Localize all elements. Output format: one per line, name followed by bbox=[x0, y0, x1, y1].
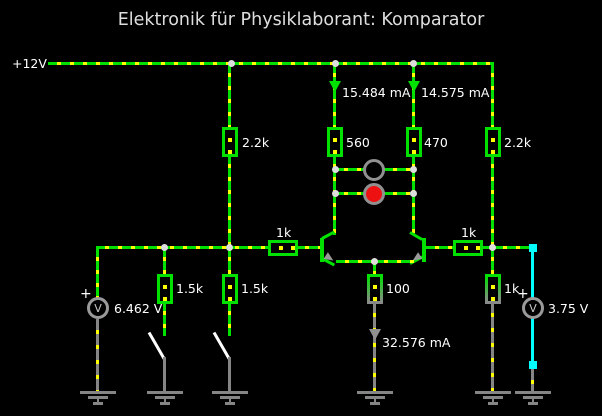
wire-2k2-left-to-base-node[interactable] bbox=[228, 155, 231, 248]
wire-node-to-1k-pulldown[interactable] bbox=[491, 248, 494, 276]
resistor-1k5-2-label: 1.5k bbox=[241, 280, 269, 296]
current-arrow-tail bbox=[369, 329, 381, 340]
wire-rail-to-r-560[interactable] bbox=[333, 64, 336, 130]
wire-source-left-to-ground[interactable] bbox=[96, 319, 99, 392]
resistor-470[interactable] bbox=[406, 127, 422, 157]
source-left-plus-sign: + bbox=[80, 286, 92, 302]
junction-led-on-left bbox=[332, 190, 339, 197]
resistor-1k-base-left-label: 1k bbox=[276, 224, 292, 240]
resistor-1k-pulldown-label: 1k bbox=[504, 280, 520, 296]
junction-emitter bbox=[371, 258, 378, 265]
wire-base-row-left[interactable] bbox=[96, 246, 272, 249]
current-label-right: 14.575 mA bbox=[421, 84, 490, 100]
junction-base-row-right bbox=[489, 244, 496, 251]
wire-node-to-1k5-1[interactable] bbox=[163, 248, 166, 276]
resistor-560-label: 560 bbox=[346, 134, 370, 150]
resistor-100[interactable] bbox=[367, 274, 383, 304]
resistor-1k-pulldown[interactable] bbox=[485, 274, 501, 304]
voltage-source-right[interactable]: V bbox=[522, 297, 544, 319]
wire-source-right-to-ground[interactable] bbox=[531, 369, 534, 392]
ground-switch-1[interactable] bbox=[147, 391, 183, 406]
resistor-2k2-right[interactable] bbox=[485, 127, 501, 157]
junction-led-off-left bbox=[332, 166, 339, 173]
transistor-left-base-bar[interactable] bbox=[320, 238, 324, 262]
current-label-left: 15.484 mA bbox=[342, 84, 411, 100]
wire-led-off-cathode[interactable] bbox=[384, 168, 414, 171]
wire-base-node-to-source-right[interactable] bbox=[481, 246, 532, 249]
wire-rail-to-r-2k2-left[interactable] bbox=[228, 64, 231, 130]
wire-node-to-1k5-2[interactable] bbox=[228, 248, 231, 276]
voltage-source-left-symbol: V bbox=[94, 301, 102, 315]
wire-1k-to-base-left[interactable] bbox=[296, 246, 322, 249]
wire-led-off-anode[interactable] bbox=[335, 168, 364, 171]
voltage-source-left[interactable]: V bbox=[87, 297, 109, 319]
selection-handle-bottom[interactable] bbox=[529, 361, 537, 369]
resistor-1k5-1[interactable] bbox=[157, 274, 173, 304]
wire-base-right-to-1k[interactable] bbox=[426, 246, 455, 249]
resistor-2k2-left-label: 2.2k bbox=[242, 134, 270, 150]
circuit-title: Elektronik für Physiklaborant: Komparato… bbox=[117, 10, 485, 30]
resistor-470-label: 470 bbox=[424, 134, 448, 150]
voltage-source-right-symbol: V bbox=[529, 301, 537, 315]
junction-rail-560 bbox=[332, 60, 339, 67]
switch-1-lever[interactable] bbox=[147, 331, 166, 361]
resistor-1k-base-right-label: 1k bbox=[461, 224, 477, 240]
wire-emitter-to-100[interactable] bbox=[373, 262, 376, 276]
ground-source-right[interactable] bbox=[515, 391, 551, 406]
wire-switch-1-to-ground[interactable] bbox=[163, 357, 166, 392]
resistor-560[interactable] bbox=[327, 127, 343, 157]
transistor-right-collector[interactable] bbox=[409, 231, 423, 241]
led-on-indicator[interactable] bbox=[363, 183, 385, 205]
selection-handle-top[interactable] bbox=[529, 244, 537, 252]
ground-emitter[interactable] bbox=[357, 391, 393, 406]
wire-rail-to-r-470[interactable] bbox=[412, 64, 415, 130]
resistor-2k2-right-label: 2.2k bbox=[504, 134, 532, 150]
rail-voltage-label: +12V bbox=[12, 55, 47, 71]
wire-base-row-to-source-left[interactable] bbox=[96, 248, 99, 298]
junction-rail-left bbox=[228, 60, 235, 67]
current-arrow-right-branch bbox=[408, 81, 420, 92]
wire-1k5-1-to-switch[interactable] bbox=[163, 302, 166, 336]
transistor-right-base-bar[interactable] bbox=[422, 238, 426, 262]
source-right-plus-sign: + bbox=[517, 286, 529, 302]
wire-switch-2-to-ground[interactable] bbox=[228, 357, 231, 392]
wire-led-on-anode[interactable] bbox=[335, 192, 364, 195]
ground-switch-2[interactable] bbox=[212, 391, 248, 406]
resistor-2k2-left[interactable] bbox=[222, 127, 238, 157]
junction-led-on-right bbox=[410, 190, 417, 197]
resistor-1k-base-left[interactable] bbox=[268, 240, 298, 256]
led-off-indicator[interactable] bbox=[363, 159, 385, 181]
current-arrow-left-branch bbox=[329, 81, 341, 92]
wire-1k5-2-to-switch[interactable] bbox=[228, 302, 231, 336]
junction-base-row-2 bbox=[226, 244, 233, 251]
voltage-source-right-value: 3.75 V bbox=[548, 300, 589, 316]
resistor-100-label: 100 bbox=[386, 280, 410, 296]
wire-led-on-cathode[interactable] bbox=[384, 192, 414, 195]
voltage-source-left-value: 6.462 V bbox=[114, 300, 163, 316]
wire-100-to-ground[interactable] bbox=[373, 302, 376, 392]
resistor-1k-base-right[interactable] bbox=[453, 240, 483, 256]
wire-rail-to-r-2k2-right[interactable] bbox=[491, 64, 494, 130]
wire-2k2-right-to-base-node[interactable] bbox=[491, 155, 494, 248]
current-label-tail: 32.576 mA bbox=[382, 334, 451, 350]
switch-2-lever[interactable] bbox=[212, 331, 231, 361]
wire-12v-rail[interactable] bbox=[48, 62, 494, 65]
wire-1k-pulldown-to-ground[interactable] bbox=[491, 302, 494, 392]
resistor-1k5-2[interactable] bbox=[222, 274, 238, 304]
ground-source-left[interactable] bbox=[80, 391, 116, 406]
junction-base-row-1 bbox=[161, 244, 168, 251]
ground-pulldown[interactable] bbox=[475, 391, 511, 406]
junction-led-off-right bbox=[410, 166, 417, 173]
junction-rail-470 bbox=[410, 60, 417, 67]
resistor-1k5-1-label: 1.5k bbox=[176, 280, 204, 296]
transistor-left-collector[interactable] bbox=[321, 230, 336, 240]
